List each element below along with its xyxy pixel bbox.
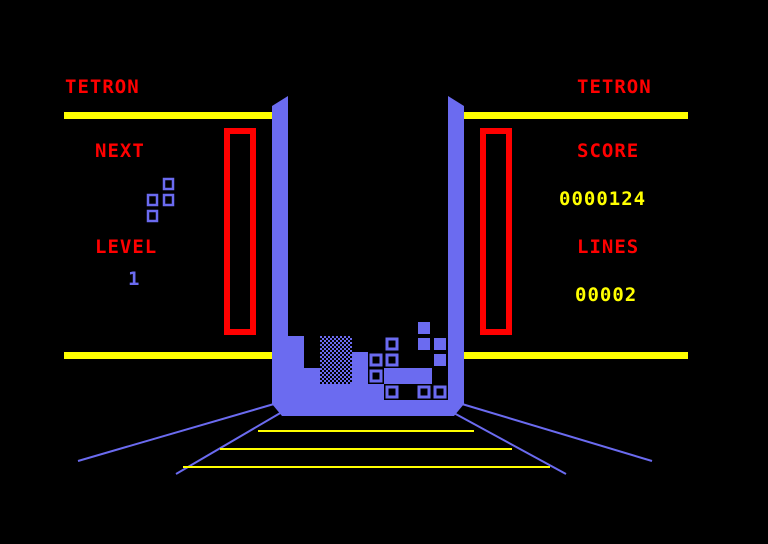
next-piece-preview: [146, 177, 175, 223]
red-frames: [224, 128, 512, 335]
next-label: NEXT: [95, 140, 145, 162]
yellow-bar-top-left: [64, 112, 274, 119]
score-value: 0000124: [559, 188, 647, 210]
outlined-blocks: [369, 337, 447, 399]
red-frame-left: [224, 128, 256, 335]
title-left: TETRON: [65, 76, 140, 98]
yellow-bars: [64, 112, 688, 359]
yellow-bar-bottom-right: [462, 352, 688, 359]
title-right: TETRON: [577, 76, 652, 98]
lines-value: 00002: [575, 284, 638, 306]
yellow-bar-bottom-left: [64, 352, 274, 359]
red-frame-right: [480, 128, 512, 335]
yellow-floor-lines: [183, 430, 550, 468]
score-label: SCORE: [577, 140, 640, 162]
lines-label: LINES: [577, 236, 640, 258]
level-label: LEVEL: [95, 236, 158, 258]
falling-piece: [418, 322, 446, 366]
level-value: 1: [128, 268, 141, 290]
playfield-well: [272, 96, 464, 416]
yellow-bar-top-right: [462, 112, 688, 119]
locked-stack: [288, 336, 432, 400]
perspective-floor: [77, 403, 653, 475]
